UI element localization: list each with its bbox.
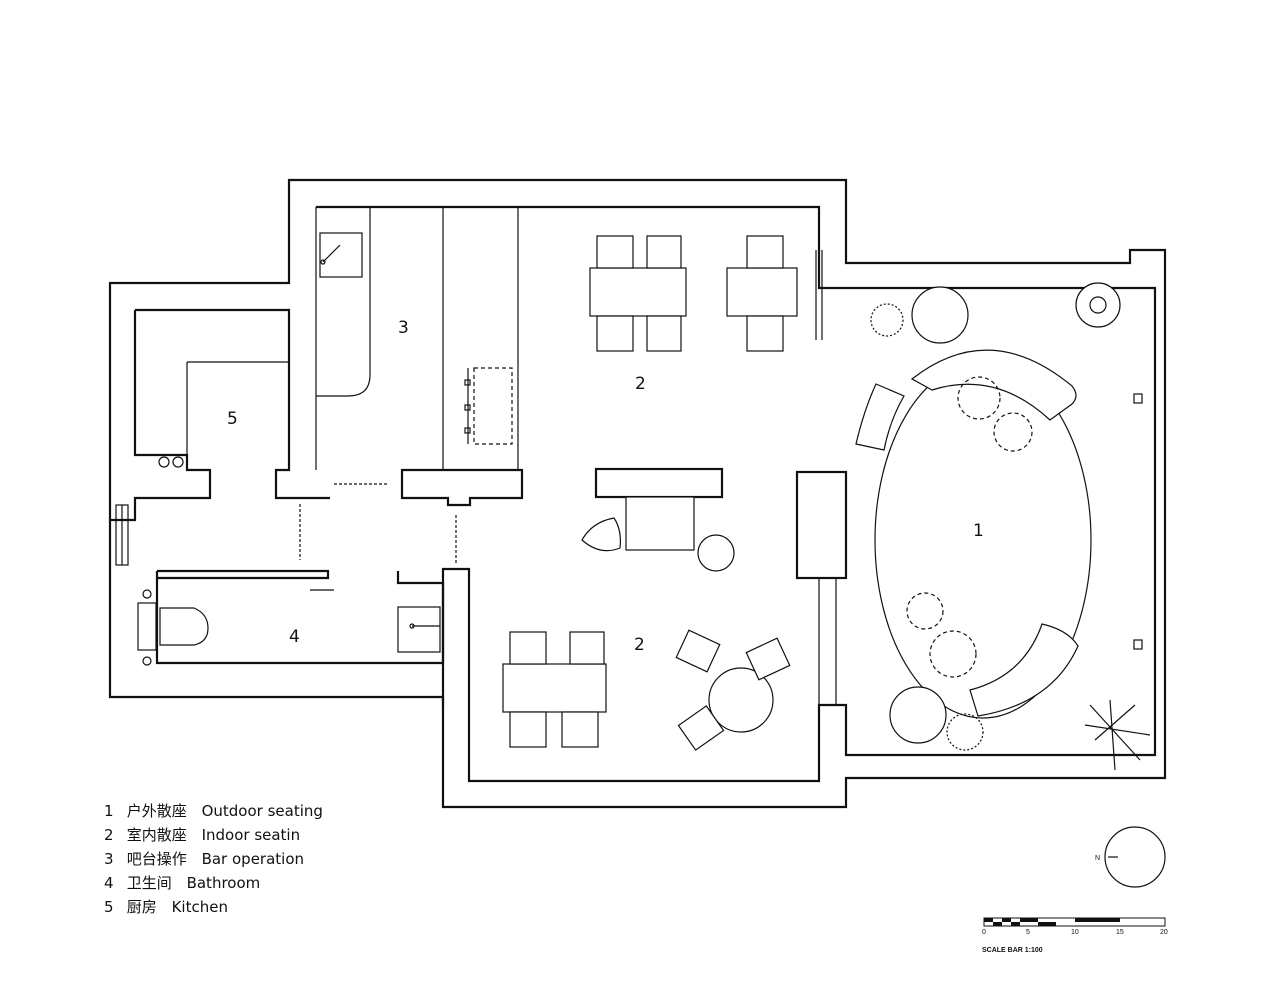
room-labels: 1 2 2 3 4 5: [227, 318, 984, 655]
label-bathroom: 4: [289, 627, 300, 647]
legend-number: 4: [104, 874, 114, 892]
legend-item-indoor: 2 室内散座 Indoor seatin: [104, 823, 323, 847]
scale-tick-5: 5: [1026, 929, 1030, 936]
compass: N: [1095, 826, 1166, 888]
indoor-tables-top: [589, 235, 823, 352]
legend-english-label: Kitchen: [171, 898, 228, 916]
label-kitchen: 5: [227, 409, 238, 429]
compass-north-label: N: [1095, 855, 1100, 862]
label-indoor-top: 2: [635, 374, 646, 394]
legend-chinese-label: 室内散座: [126, 826, 187, 844]
legend-chinese-label: 户外散座: [126, 802, 187, 820]
scale-tick-15: 15: [1116, 929, 1124, 936]
scale-tick-0: 0: [982, 929, 986, 936]
legend-english-label: Bar operation: [201, 850, 305, 868]
wall-openings: [795, 470, 848, 706]
indoor-tables-bottom: [502, 629, 791, 751]
scale-bar-title: SCALE BAR 1:100: [982, 947, 1043, 954]
legend-english-label: Indoor seatin: [201, 826, 301, 844]
bathroom: [137, 504, 457, 666]
legend-item-bar: 3 吧台操作 Bar operation: [104, 847, 323, 871]
outdoor-terrace: [855, 282, 1151, 771]
legend-number: 3: [104, 850, 114, 868]
legend-item-bathroom: 4 卫生间 Bathroom: [104, 871, 323, 895]
legend-item-kitchen: 5 厨房 Kitchen: [104, 895, 323, 919]
legend-item-outdoor: 1 户外散座 Outdoor seating: [104, 799, 323, 823]
legend-chinese-label: 吧台操作: [126, 850, 187, 868]
legend-chinese-label: 厨房: [126, 898, 157, 916]
service-counter: [581, 467, 735, 572]
scale-bar: 0 5 10 15 20 SCALE BAR 1:100: [982, 917, 1168, 954]
legend-number: 5: [104, 898, 114, 916]
legend-number: 2: [104, 826, 114, 844]
kitchen: [110, 308, 330, 566]
bar-area: [315, 207, 524, 507]
scale-tick-10: 10: [1071, 929, 1079, 936]
label-bar: 3: [398, 318, 409, 338]
outer-walls: [108, 178, 1167, 809]
label-indoor-bottom: 2: [634, 635, 645, 655]
room-legend: 1 户外散座 Outdoor seating 2 室内散座 Indoor sea…: [104, 799, 323, 919]
scale-tick-20: 20: [1160, 929, 1168, 936]
label-outdoor: 1: [973, 521, 984, 541]
legend-number: 1: [104, 802, 114, 820]
legend-english-label: Bathroom: [186, 874, 261, 892]
legend-chinese-label: 卫生间: [126, 874, 172, 892]
legend-english-label: Outdoor seating: [201, 802, 323, 820]
